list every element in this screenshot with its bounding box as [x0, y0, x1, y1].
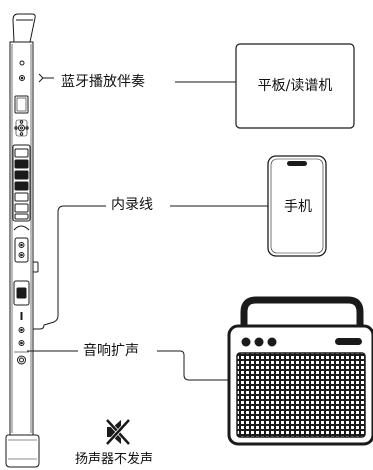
speaker-cable: [27, 350, 230, 381]
line-in-cable: [33, 205, 268, 330]
tablet-label: 平板/读谱机: [257, 78, 333, 94]
phone-label: 手机: [284, 199, 312, 215]
bluetooth-accompaniment-label: 蓝牙播放伴奏: [58, 74, 148, 90]
bluetooth-connection: [38, 73, 236, 83]
muted-speaker-icon: [105, 418, 131, 446]
speaker-muted-label: 扬声器不发声: [72, 452, 157, 468]
bluetooth-symbol-icon: [38, 73, 54, 83]
wind-instrument: [5, 13, 40, 468]
speaker-amplifier: [227, 296, 373, 446]
speaker-amplification-label: 音响扩声: [80, 343, 142, 359]
tablet-box: [235, 43, 355, 129]
line-in-cable-label: 内录线: [108, 197, 156, 213]
phone-device: [267, 155, 327, 257]
